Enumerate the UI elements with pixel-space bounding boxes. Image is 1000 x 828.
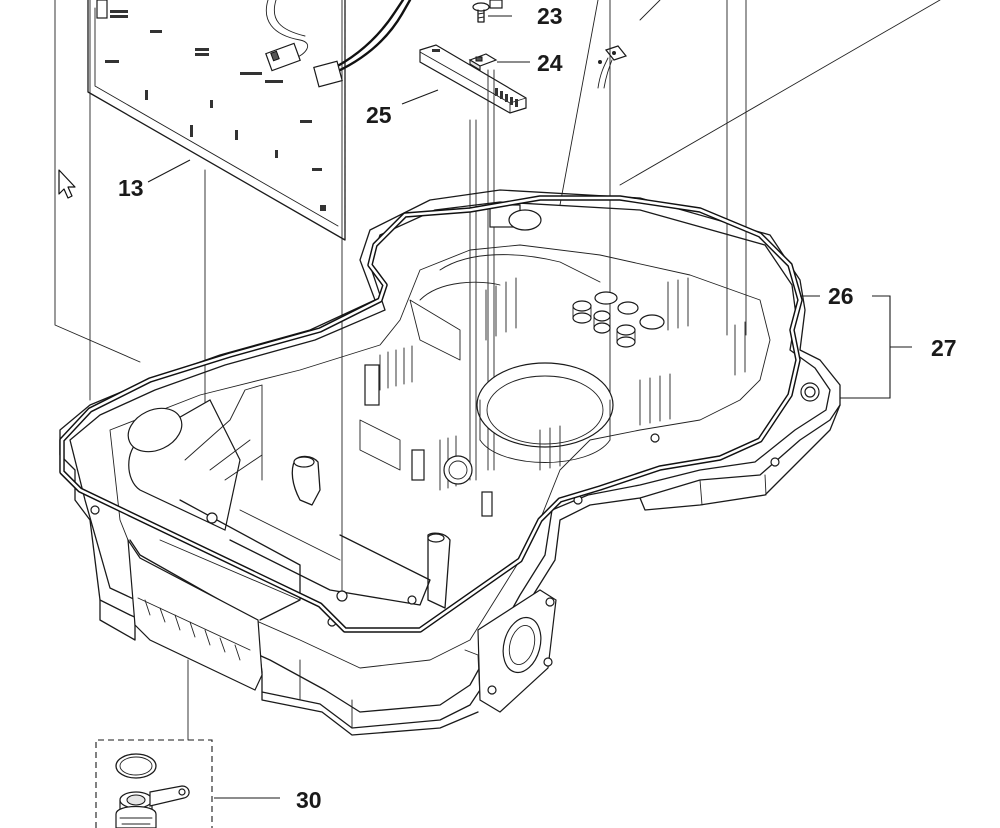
mouse-pointer-icon [58, 169, 76, 199]
mounting-bosses [572, 291, 665, 348]
wire-harness-part [265, 0, 412, 88]
callout-26: 26 [828, 283, 854, 309]
rear-port-part [464, 589, 557, 713]
callout-27: 27 [931, 335, 957, 361]
callout-25: 25 [366, 102, 392, 128]
callout-13: 13 [118, 175, 144, 201]
callout-24: 24 [537, 50, 563, 76]
clip-part-24 [468, 53, 498, 71]
gasket-part-26 [59, 195, 803, 633]
callout-leaders [147, 15, 912, 799]
sensor-board-part-25 [419, 44, 527, 114]
callout-23: 23 [537, 3, 563, 29]
sensor-wire-part [597, 45, 628, 89]
circuit-board-part [87, 0, 346, 241]
callout-30: 30 [296, 787, 322, 813]
chassis-body-part [59, 189, 841, 736]
sensor-assembly-part-30 [95, 739, 213, 828]
screw-part-23 [472, 0, 503, 23]
